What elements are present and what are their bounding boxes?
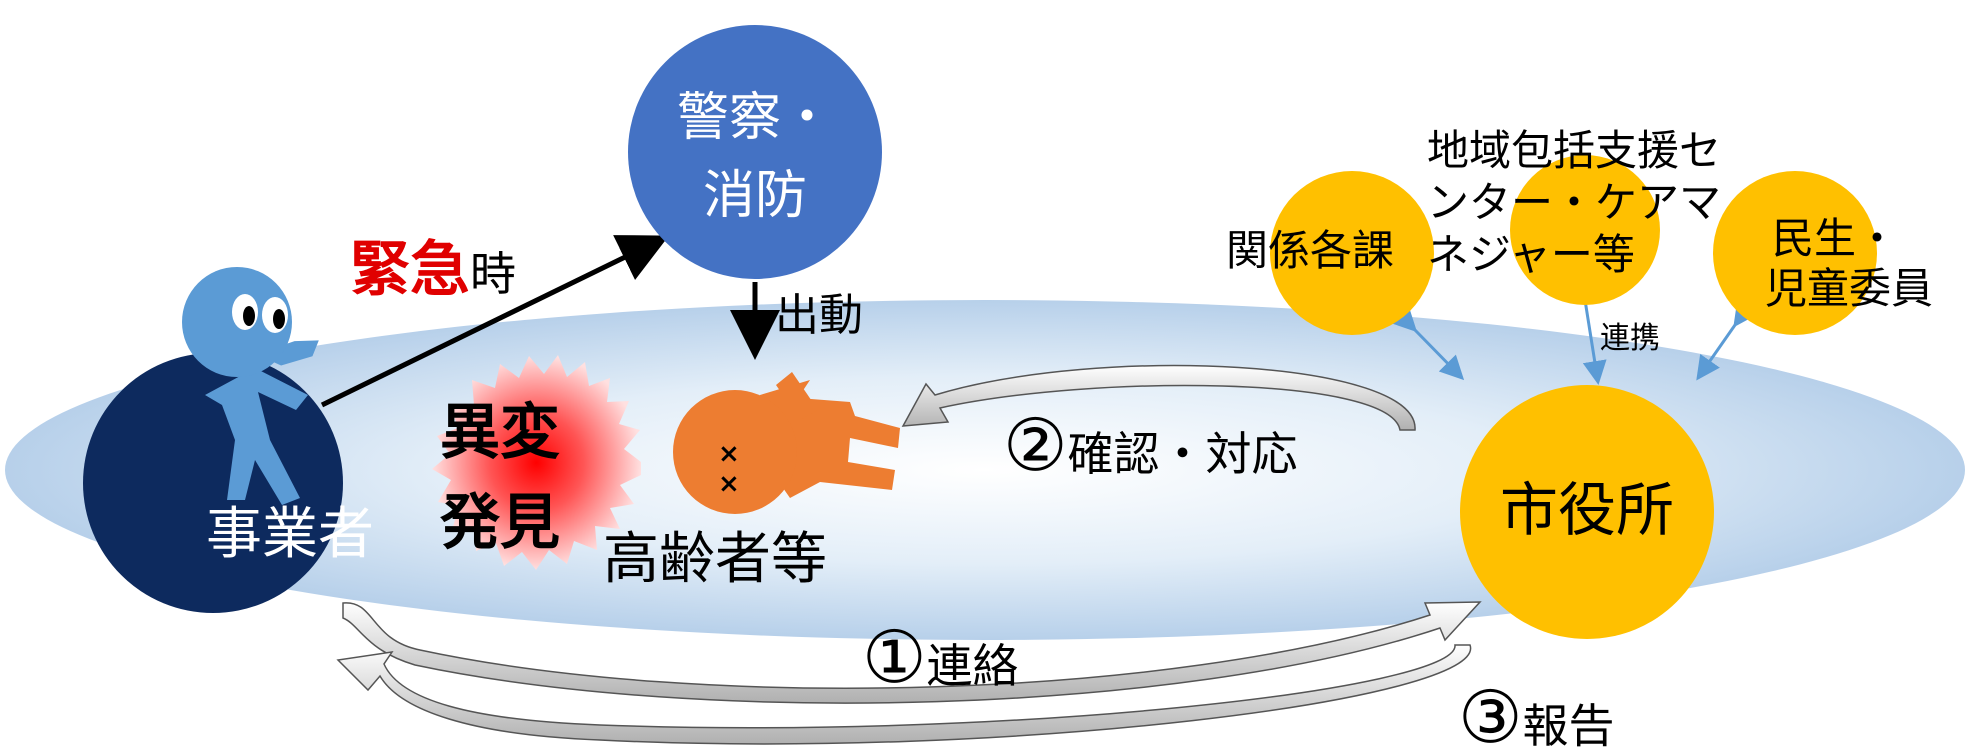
link-related-sections [1391, 306, 1465, 381]
arrow-step3-report [336, 644, 1472, 745]
police-label-line2: 消防 [703, 166, 807, 226]
related-sections-label: 関係各課 [1226, 226, 1394, 275]
elderly-person-icon: × × [673, 372, 900, 514]
emergency-rest: 時 [470, 247, 516, 301]
community-center-line1: 地域包括支援セ [1427, 126, 1721, 175]
city-hall-label: 市役所 [1500, 476, 1674, 544]
business-label: 事業者 [206, 502, 374, 567]
step2-number: ② [1003, 403, 1068, 487]
arrow-emergency [320, 235, 669, 408]
elderly-label: 高齢者等 [603, 527, 827, 592]
svg-text:×: × [718, 439, 740, 469]
step2-label: ②確認・対応 [1003, 403, 1298, 487]
emergency-label: 緊急時 [350, 235, 516, 305]
step3-number: ③ [1458, 675, 1523, 756]
anomaly-label-line2: 発見 [440, 488, 560, 558]
anomaly-burst [432, 355, 641, 570]
step1-number: ① [862, 615, 927, 699]
person-icon [182, 267, 319, 505]
step3-label: ③報告 [1458, 675, 1615, 756]
welfare-line1: 民生・ [1772, 214, 1898, 263]
community-center-circle [1510, 155, 1660, 305]
svg-text:×: × [718, 469, 740, 499]
welfare-line2: 児童委員 [1765, 264, 1933, 313]
arrow-step2-confirm [901, 364, 1416, 431]
link-welfare [1696, 300, 1757, 381]
link-community-center [1569, 277, 1607, 385]
arrow-step1-contact [342, 601, 1482, 704]
dispatch-label: 出動 [775, 290, 863, 341]
step2-text: 確認・対応 [1068, 427, 1298, 481]
cooperation-label: 連携 [1600, 321, 1660, 356]
step1-label: ①連絡 [862, 615, 1019, 699]
community-center-line3: ネジャー等 [1427, 230, 1635, 279]
police-label-line1: 警察・ [677, 88, 833, 148]
community-center-line2: ンター・ケアマ [1427, 178, 1721, 227]
step1-text: 連絡 [927, 639, 1019, 693]
emergency-highlight: 緊急 [350, 235, 470, 305]
police-fire-circle [628, 25, 882, 279]
welfare-circle [1713, 171, 1877, 335]
step3-text: 報告 [1523, 699, 1615, 753]
related-sections-circle [1270, 171, 1434, 335]
business-circle [83, 353, 343, 613]
city-hall-circle [1460, 385, 1714, 639]
anomaly-label-line1: 異変 [440, 398, 560, 468]
